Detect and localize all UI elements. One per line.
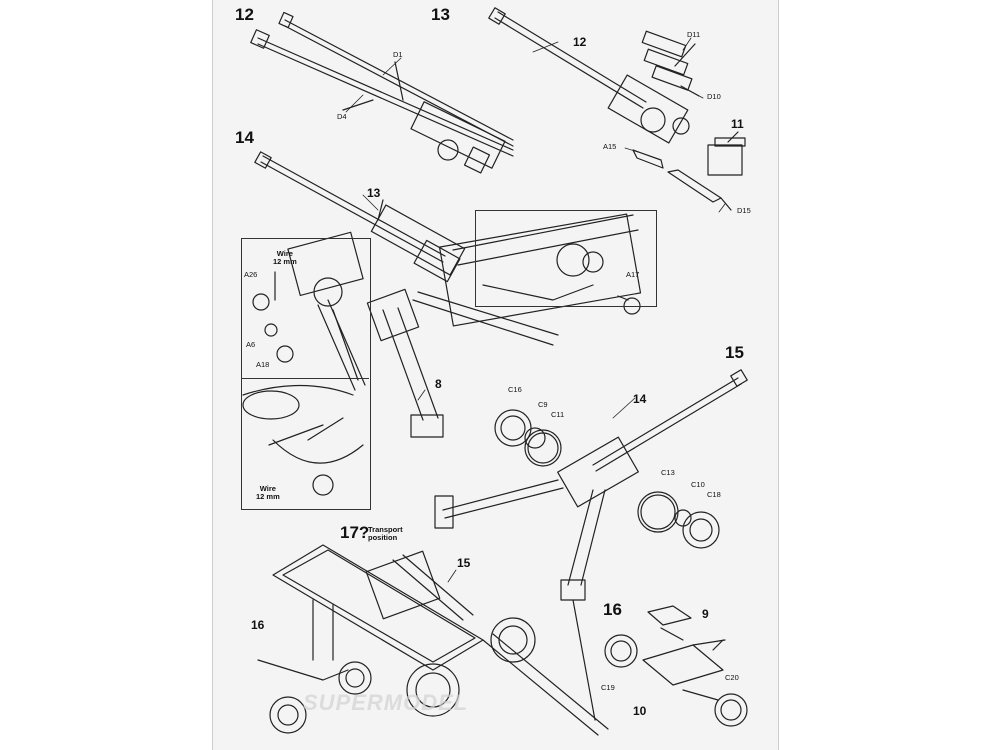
step-number-13: 13 [431, 5, 450, 24]
step16-limber-drawing [604, 605, 748, 727]
trail-detail-inset [475, 210, 657, 307]
label-c11: C11 [551, 410, 565, 419]
label-c20: C20 [725, 673, 739, 682]
label-d4: D4 [337, 112, 347, 121]
ref-16: 16 [251, 618, 265, 632]
label-c9: C9 [538, 400, 548, 409]
ref-10: 10 [633, 704, 647, 718]
carriage-detail-drawing [242, 231, 366, 496]
ref-14: 14 [633, 392, 647, 406]
label-c16: C16 [508, 385, 522, 394]
trail-leg-drawing [366, 288, 559, 438]
label-a26: A26 [244, 270, 258, 279]
step-number-14: 14 [235, 128, 254, 147]
step14-barrel-drawing [254, 151, 466, 283]
step-number-16: 16 [603, 600, 622, 619]
ref-12: 12 [573, 35, 587, 49]
label-c10: C10 [691, 480, 705, 489]
step12-barrel-drawing [250, 11, 514, 174]
assembly-line-art [242, 7, 748, 736]
carriage-detail-inset [241, 238, 371, 510]
label-c18: C18 [707, 490, 721, 499]
label-c13: C13 [661, 468, 675, 477]
label-d15: D15 [737, 206, 751, 215]
label-a6: A6 [246, 340, 256, 349]
ref-13: 13 [367, 186, 381, 200]
label-d11: D11 [687, 30, 701, 39]
ref-15: 15 [457, 556, 471, 570]
step-number-12: 12 [235, 5, 254, 24]
step17-transport-drawing [257, 544, 609, 736]
instruction-sheet: 12 13 14 15 16 17? D1 D4 D11 D10 D15 A15… [212, 0, 779, 750]
ref-8: 8 [435, 377, 442, 391]
inset-divider [241, 378, 369, 379]
label-a15: A15 [603, 142, 617, 151]
label-c19: C19 [601, 683, 615, 692]
watermark: SUPERMODEL [303, 690, 469, 715]
leader-lines [345, 37, 726, 583]
ref-11: 11 [731, 117, 744, 131]
step-number-15: 15 [725, 343, 744, 362]
label-a18: A18 [256, 360, 270, 369]
label-d10: D10 [707, 92, 721, 101]
step-number-17: 17? [340, 523, 370, 542]
step13-barrel-drawing [488, 7, 746, 211]
label-d1: D1 [393, 50, 403, 59]
ref-9: 9 [702, 607, 709, 621]
label-a17: A17 [626, 270, 640, 279]
